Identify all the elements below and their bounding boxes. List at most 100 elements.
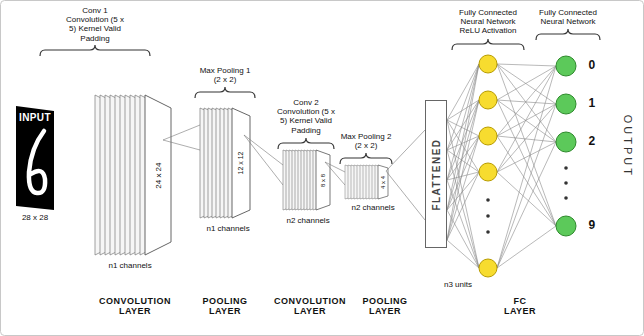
label-holder: Max Pooling 2 (2 x 2) bbox=[338, 132, 394, 150]
connection-line bbox=[447, 100, 479, 210]
class-label: 2 bbox=[589, 135, 596, 149]
layer-caption: Conv 2 Convolution (5 x 5) Kernel Valid … bbox=[277, 98, 335, 135]
neuron-circle bbox=[479, 259, 497, 277]
neuron-circle bbox=[556, 216, 576, 236]
class-label: 0 bbox=[589, 59, 596, 73]
neuron-circle bbox=[556, 56, 576, 76]
dimension-label: 24 x 24 bbox=[154, 162, 163, 188]
connection-line bbox=[447, 64, 479, 240]
unit-label: n3 units bbox=[444, 280, 472, 289]
connection-line bbox=[497, 66, 556, 100]
projection-line bbox=[325, 162, 345, 185]
projection-line bbox=[244, 135, 283, 165]
connection-line bbox=[447, 120, 479, 172]
layer-title: FLATTENED bbox=[431, 138, 442, 210]
connection-line bbox=[497, 136, 556, 226]
layer-caption: Fully Connected Neural Network ReLU Acti… bbox=[453, 8, 523, 36]
label-holder: 12 x 12 bbox=[237, 152, 245, 175]
label-holder: FC LAYER bbox=[498, 296, 543, 317]
label-holder: Conv 1 Convolution (5 x 5) Kernel Valid … bbox=[64, 6, 126, 43]
layer-caption: Fully Connected Neural Network bbox=[533, 8, 603, 26]
ellipsis-dot bbox=[564, 166, 568, 170]
connection-line bbox=[447, 172, 479, 240]
label-holder: 0 bbox=[589, 59, 596, 73]
connection-line bbox=[497, 142, 556, 268]
connection-line bbox=[497, 66, 556, 136]
dimension-label: 8 x 8 bbox=[320, 173, 327, 186]
handwritten-digit bbox=[29, 131, 45, 193]
connection-line bbox=[447, 100, 479, 240]
ellipsis-dot bbox=[486, 198, 490, 202]
label-holder: n3 units bbox=[444, 280, 472, 289]
ellipsis-dot bbox=[564, 196, 568, 200]
connection-line bbox=[497, 226, 556, 268]
connection-line bbox=[497, 104, 556, 172]
label-holder: Max Pooling 1 (2 x 2) bbox=[195, 66, 255, 84]
connection-line bbox=[497, 64, 556, 226]
neuron-circle bbox=[556, 132, 576, 152]
label-holder: OUTPUT bbox=[621, 114, 634, 177]
layer-caption: Max Pooling 2 (2 x 2) bbox=[338, 132, 394, 150]
dimension-label: 12 x 12 bbox=[237, 152, 245, 175]
feature-map-stack bbox=[345, 165, 388, 199]
projection-line bbox=[386, 171, 425, 220]
channel-label: n2 channels bbox=[352, 203, 395, 212]
layer-label: POOLING LAYER bbox=[358, 296, 413, 317]
input-title: INPUT bbox=[16, 112, 54, 123]
dense-connections bbox=[497, 64, 556, 268]
label-holder: n1 channels bbox=[109, 261, 152, 270]
projection-line bbox=[386, 130, 425, 171]
class-label: 9 bbox=[589, 219, 596, 233]
connection-line bbox=[497, 64, 556, 104]
feature-map bbox=[316, 150, 330, 210]
connection-line bbox=[497, 64, 556, 66]
curly-bracket bbox=[536, 29, 600, 40]
image-outline bbox=[16, 106, 54, 210]
label-holder: CONVOLUTION LAYER bbox=[270, 296, 350, 317]
connection-line bbox=[497, 66, 556, 268]
connection-line bbox=[447, 172, 479, 210]
output-neurons bbox=[556, 56, 576, 236]
connection-line bbox=[497, 104, 556, 136]
label-holder: 1 bbox=[589, 97, 596, 111]
connection-line bbox=[497, 100, 556, 142]
layer-label: CONVOLUTION LAYER bbox=[270, 296, 350, 317]
ellipsis-dot bbox=[486, 230, 490, 234]
class-label: 1 bbox=[589, 97, 596, 111]
projection-lines bbox=[244, 135, 283, 185]
feature-map-stack bbox=[283, 150, 330, 210]
channel-label: n1 channels bbox=[109, 261, 152, 270]
hidden-neurons bbox=[479, 55, 497, 277]
ellipsis-dot bbox=[564, 181, 568, 185]
curly-bracket bbox=[278, 138, 334, 149]
label-holder: 2 bbox=[589, 135, 596, 149]
layer-label: CONVOLUTION LAYER bbox=[95, 296, 175, 317]
feature-map bbox=[232, 108, 250, 218]
layer-caption: Conv 1 Convolution (5 x 5) Kernel Valid … bbox=[64, 6, 126, 43]
layer-caption: Max Pooling 1 (2 x 2) bbox=[195, 66, 255, 84]
ellipsis-dots bbox=[486, 166, 568, 234]
projection-lines bbox=[163, 125, 200, 150]
projection-line bbox=[163, 125, 200, 140]
projection-lines bbox=[325, 162, 345, 185]
label-holder: POOLING LAYER bbox=[358, 296, 413, 317]
connection-line bbox=[447, 136, 479, 240]
neuron-circle bbox=[479, 127, 497, 145]
label-holder: 24 x 24 bbox=[154, 162, 163, 188]
flatten-connections bbox=[447, 64, 479, 268]
channel-label: n1 channels bbox=[207, 224, 250, 233]
feature-map-stack bbox=[200, 108, 250, 218]
neuron-circle bbox=[556, 94, 576, 114]
label-holder: Fully Connected Neural Network ReLU Acti… bbox=[453, 8, 523, 36]
layer-label: POOLING LAYER bbox=[198, 296, 253, 317]
curly-bracket bbox=[195, 87, 255, 98]
connection-line bbox=[447, 240, 479, 268]
connection-line bbox=[497, 104, 556, 268]
curly-bracket bbox=[40, 45, 150, 56]
label-holder: n2 channels bbox=[352, 203, 395, 212]
label-holder: n2 channels bbox=[287, 216, 330, 225]
connection-line bbox=[497, 66, 556, 172]
label-holder: Conv 2 Convolution (5 x 5) Kernel Valid … bbox=[277, 98, 335, 135]
